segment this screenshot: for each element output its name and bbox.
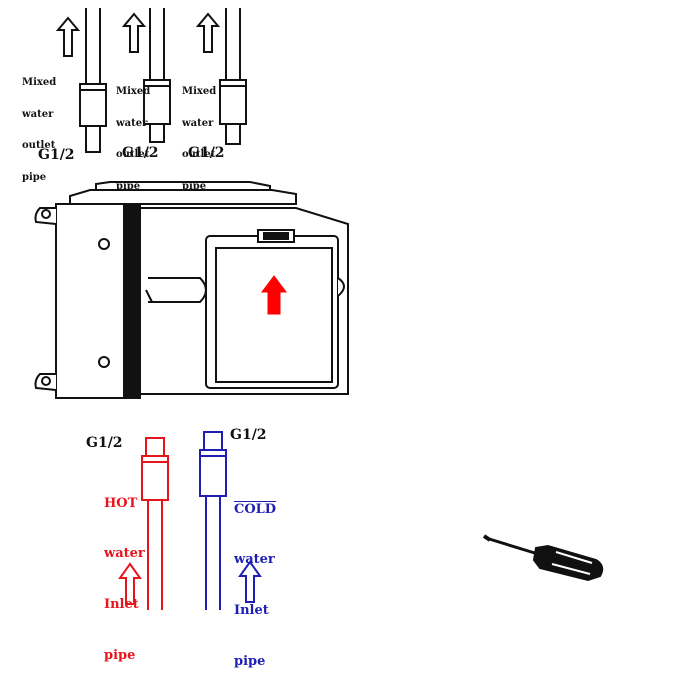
hot-inlet-label: HOT water Inlet pipe <box>104 462 145 682</box>
thread-size-label: G1/2 <box>188 145 225 161</box>
mixed-outlet-label-1: Mixed water outlet pipe <box>22 57 56 194</box>
outlet-flow-arrows <box>55 12 221 57</box>
thread-size-label: G1/2 <box>122 145 159 161</box>
mixed-outlet-label-2: Mixed water outlet pipe <box>116 66 150 203</box>
cold-inlet-label: COLD water Inlet pipe <box>234 468 276 688</box>
up-arrow-outline-icon <box>195 12 221 53</box>
outlet-pipe-2 <box>143 8 171 143</box>
hot-thread-size-label: G1/2 <box>86 435 123 451</box>
label-line: pipe <box>234 653 266 669</box>
label-line: pipe <box>182 180 207 192</box>
screwdriver-icon <box>482 534 604 582</box>
concealed-valve-box-icon <box>34 181 349 399</box>
cold-inlet-pipe <box>199 431 227 610</box>
label-line: water <box>116 117 148 129</box>
label-line: pipe <box>116 180 141 192</box>
label-line: pipe <box>104 647 136 663</box>
top-outlet-pipes <box>79 8 247 153</box>
label-line: outlet <box>182 149 216 160</box>
label-line: water <box>182 117 214 129</box>
thread-size-label: G1/2 <box>38 147 75 163</box>
outlet-pipe-1 <box>79 8 107 153</box>
label-line: outlet <box>22 140 56 151</box>
installation-diagram <box>34 8 604 610</box>
up-arrow-red-icon <box>261 275 287 315</box>
label-line: COLD <box>234 501 277 517</box>
label-line: water <box>234 552 275 568</box>
label-line: Inlet <box>104 597 139 613</box>
mixed-outlet-label-3: Mixed water outlet pipe <box>182 66 216 203</box>
label-line: Mixed <box>22 77 57 88</box>
hot-inlet-pipe <box>141 437 169 610</box>
label-line: Mixed <box>116 86 151 97</box>
cold-flow-arrow-icon <box>238 560 262 603</box>
label-line: outlet <box>116 149 150 160</box>
up-arrow-outline-icon <box>55 16 81 57</box>
label-line: water <box>22 108 54 120</box>
up-arrow-outline-icon <box>121 12 147 53</box>
hot-flow-arrow-icon <box>118 562 142 605</box>
label-line: HOT <box>104 495 138 511</box>
outlet-pipe-3 <box>219 8 247 145</box>
cold-thread-size-label: G1/2 <box>230 427 267 443</box>
label-line: water <box>104 546 145 562</box>
label-line: pipe <box>22 171 47 183</box>
label-line: Mixed <box>182 86 217 97</box>
